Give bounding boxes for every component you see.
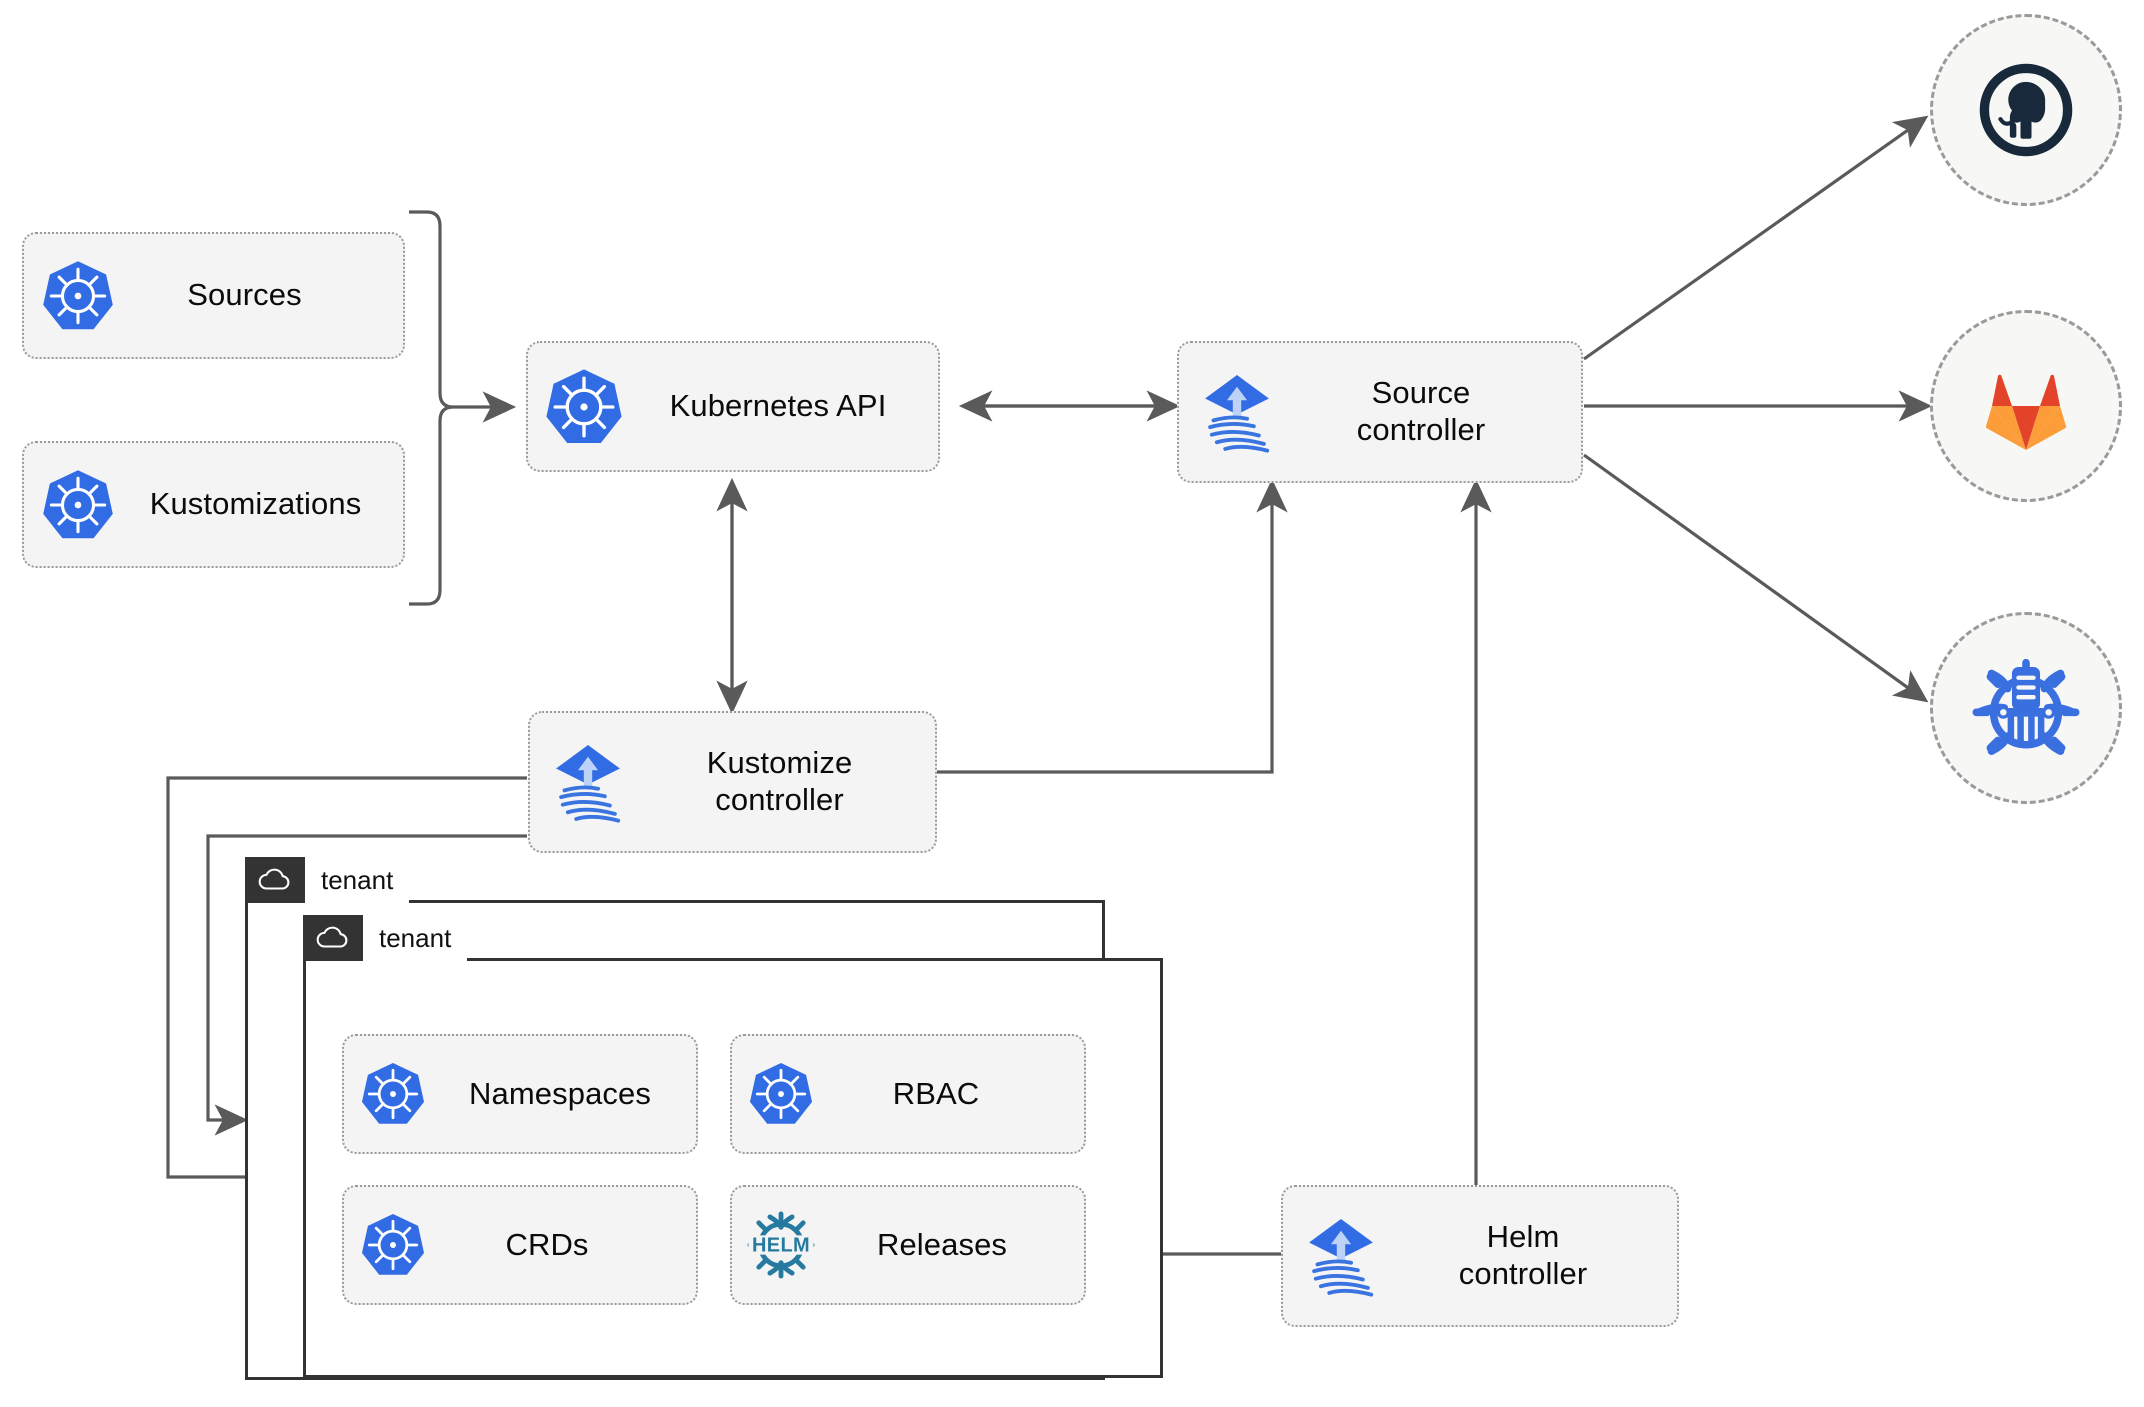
resource-label: Releases bbox=[876, 1226, 1008, 1262]
crd-label: Kustomizations bbox=[149, 486, 362, 522]
source-controller-label: Source controller bbox=[1295, 375, 1581, 448]
tenant-tab-back[interactable]: tenant bbox=[245, 857, 410, 903]
kustomize-controller-line1: Kustomize bbox=[706, 745, 853, 781]
kubernetes-icon bbox=[344, 1061, 442, 1127]
cloud-icon bbox=[303, 915, 363, 961]
provider-gitlab[interactable] bbox=[1930, 310, 2122, 502]
tenant-resource-releases[interactable]: HELM Releases bbox=[730, 1185, 1086, 1305]
tenant-box-front[interactable]: tenant Namespaces bbox=[303, 915, 1163, 1378]
helm-controller-label: Helm controller bbox=[1399, 1219, 1677, 1292]
kubernetes-api-label: Kubernetes API bbox=[669, 388, 887, 424]
helm-icon: HELM bbox=[732, 1208, 830, 1282]
svg-text:HELM: HELM bbox=[752, 1235, 810, 1257]
helm-registry-icon bbox=[1972, 658, 2080, 755]
tenant-resource-rbac[interactable]: RBAC bbox=[730, 1034, 1086, 1154]
kustomize-controller-node[interactable]: Kustomize controller bbox=[528, 711, 937, 853]
source-controller-line1: Source bbox=[1371, 375, 1471, 411]
kubernetes-icon bbox=[24, 259, 132, 333]
kubernetes-icon bbox=[732, 1061, 830, 1127]
resource-label: CRDs bbox=[505, 1226, 589, 1262]
provider-helm-repository[interactable] bbox=[1930, 612, 2122, 804]
tenant-label: tenant bbox=[305, 857, 410, 903]
helm-controller-line2: controller bbox=[1458, 1256, 1588, 1291]
flux-icon bbox=[530, 740, 646, 824]
flux-icon bbox=[1283, 1214, 1399, 1298]
source-controller-line2: controller bbox=[1356, 412, 1486, 447]
resource-label: RBAC bbox=[892, 1075, 980, 1111]
gitlab-icon bbox=[1985, 374, 2067, 450]
github-icon bbox=[1979, 63, 2073, 157]
helm-controller-line1: Helm bbox=[1486, 1219, 1560, 1255]
source-controller-node[interactable]: Source controller bbox=[1177, 341, 1583, 483]
kubernetes-icon bbox=[528, 367, 640, 447]
kustomize-controller-line2: controller bbox=[715, 782, 844, 817]
kubernetes-icon bbox=[344, 1212, 442, 1278]
crd-label: Sources bbox=[187, 277, 302, 313]
resource-label: Namespaces bbox=[469, 1075, 651, 1111]
cloud-icon bbox=[245, 857, 305, 903]
tenant-label: tenant bbox=[363, 915, 468, 961]
crd-node-sources[interactable]: Sources bbox=[22, 232, 405, 359]
kustomize-controller-label: Kustomize controller bbox=[646, 745, 935, 818]
helm-controller-node[interactable]: Helm controller bbox=[1281, 1185, 1679, 1327]
tenant-tab-front[interactable]: tenant bbox=[303, 915, 468, 961]
kubernetes-api-node[interactable]: Kubernetes API bbox=[526, 341, 940, 472]
kubernetes-icon bbox=[24, 468, 132, 542]
crd-node-kustomizations[interactable]: Kustomizations bbox=[22, 441, 405, 568]
tenant-resource-namespaces[interactable]: Namespaces bbox=[342, 1034, 698, 1154]
tenant-resource-crds[interactable]: CRDs bbox=[342, 1185, 698, 1305]
provider-github[interactable] bbox=[1930, 14, 2122, 206]
flux-icon bbox=[1179, 370, 1295, 454]
